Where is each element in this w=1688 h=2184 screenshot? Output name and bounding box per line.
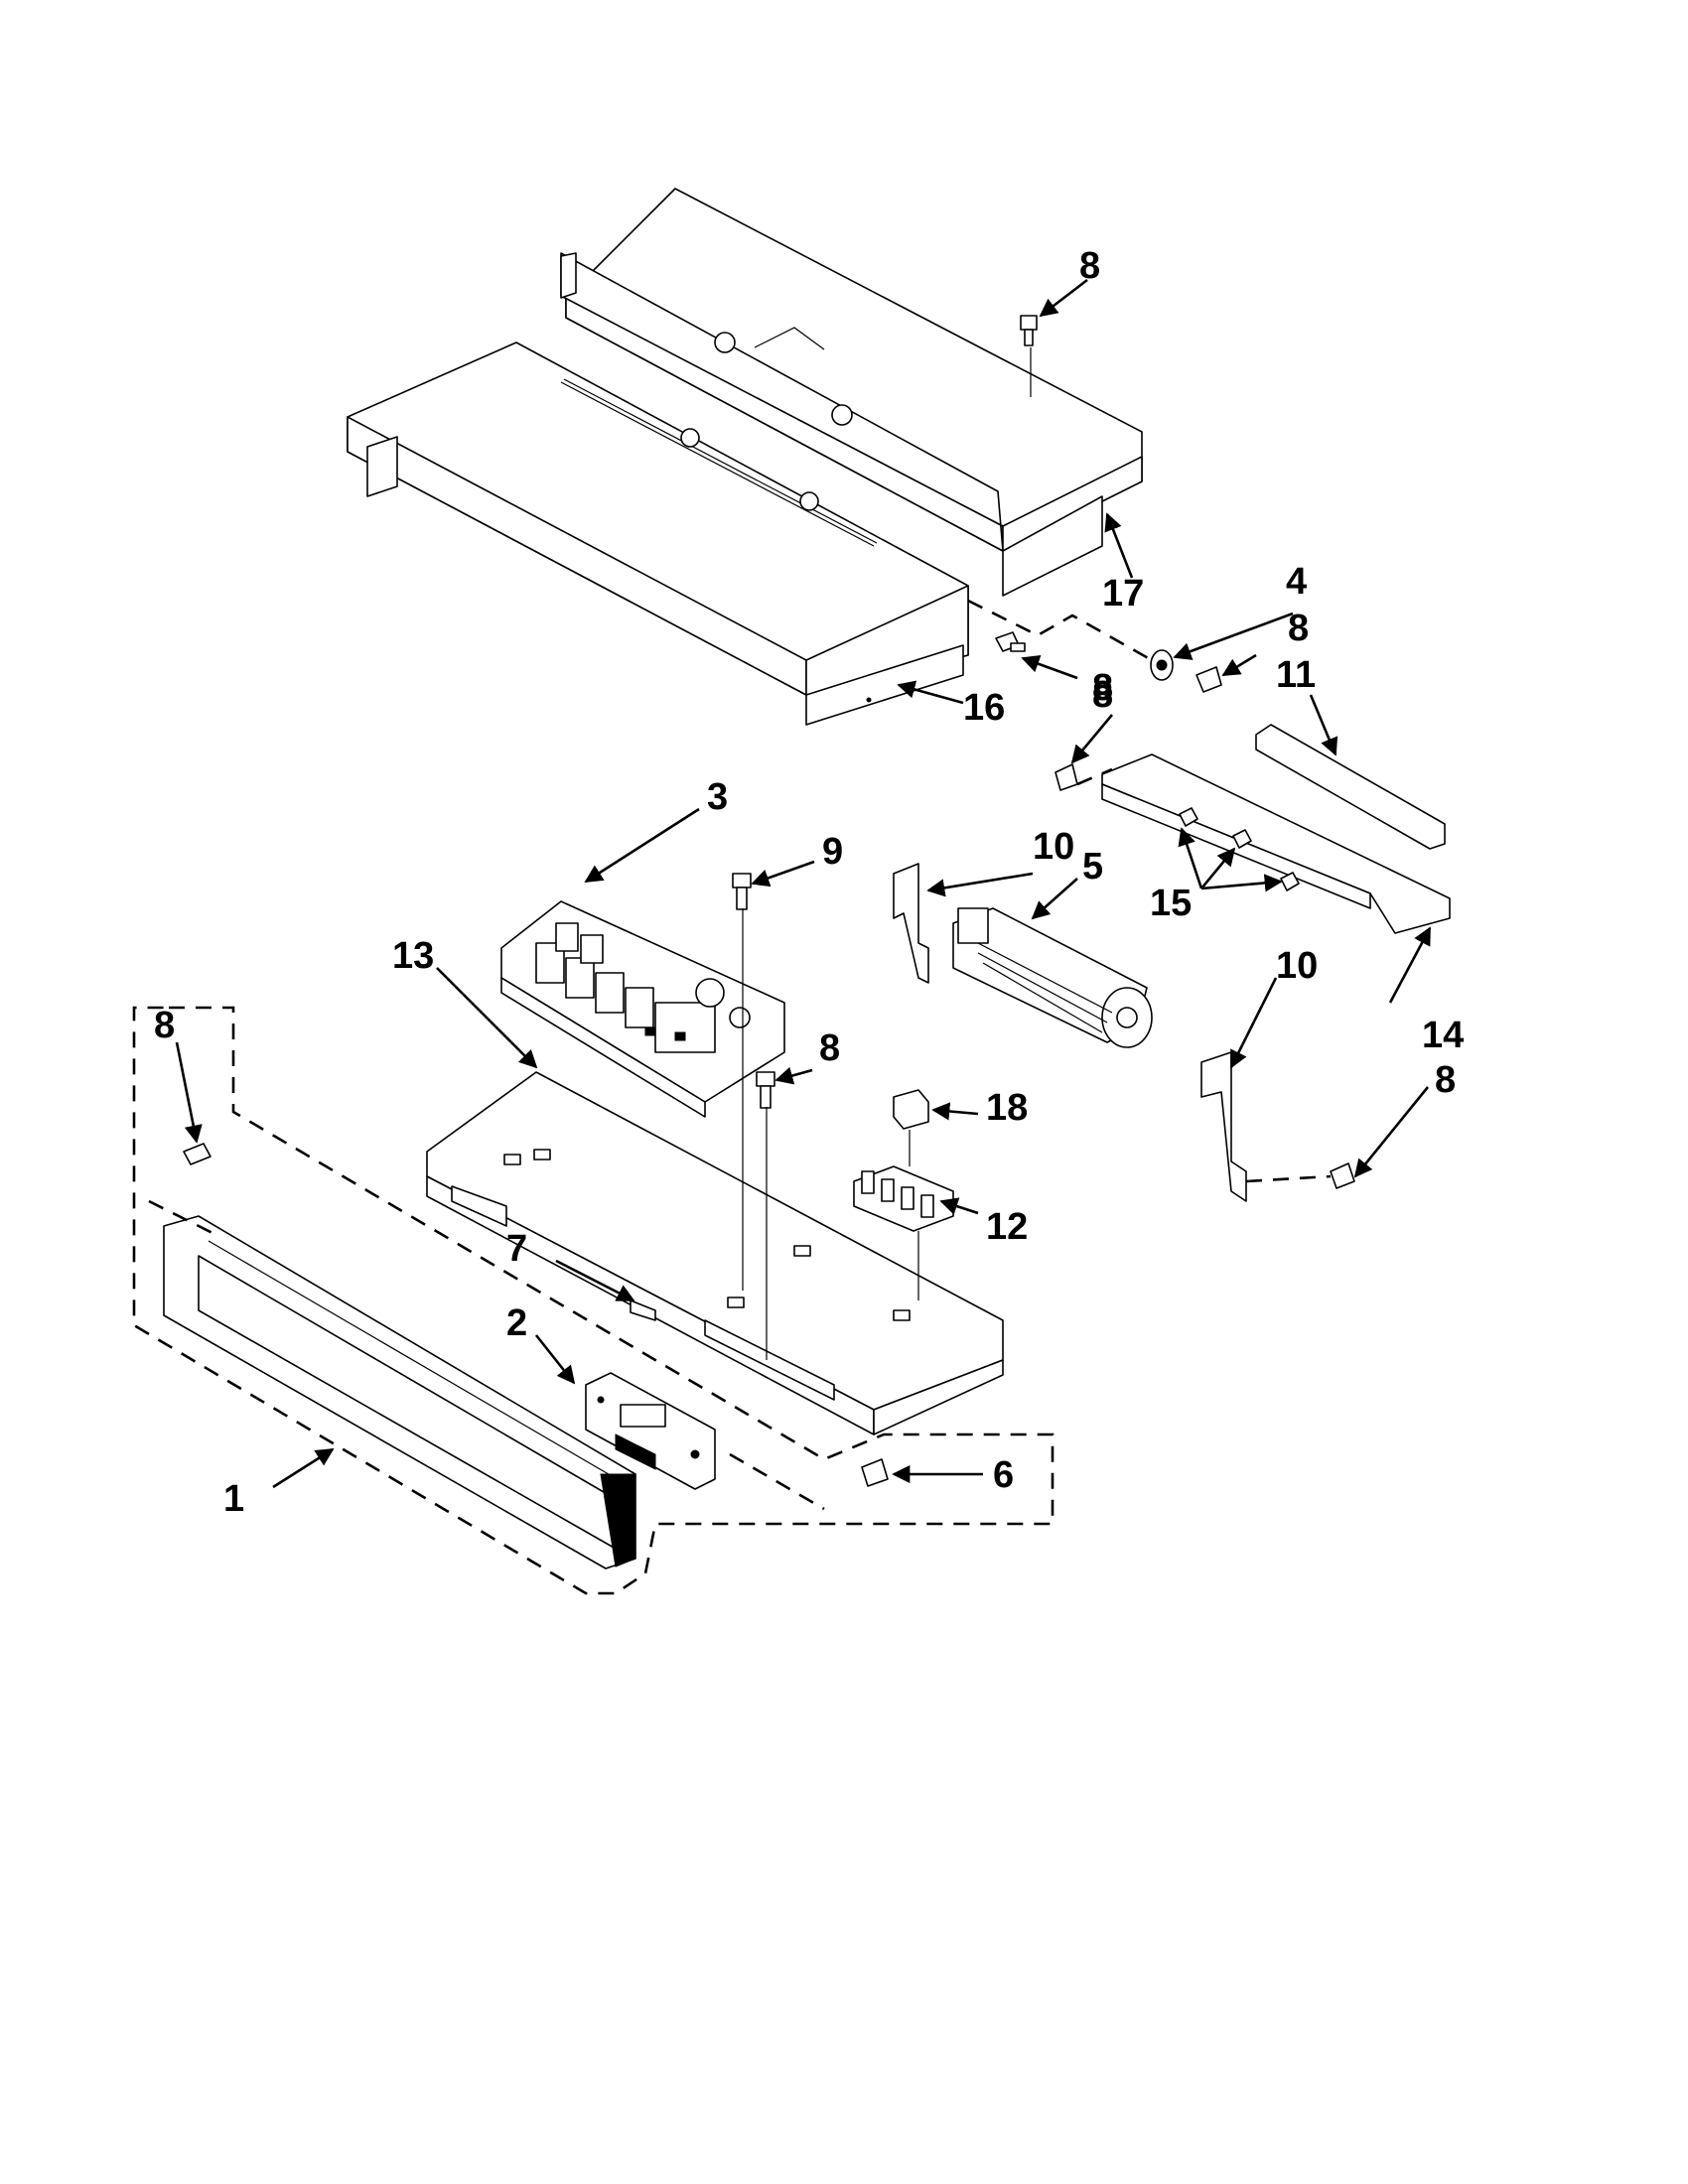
part-10-bracket-upper bbox=[893, 863, 929, 984]
callout-14: 14 bbox=[1422, 1015, 1464, 1056]
callout-10-upper: 10 bbox=[1033, 826, 1074, 868]
callout-8-panel: 8 bbox=[1092, 667, 1113, 709]
callout-8-right: 8 bbox=[1435, 1059, 1456, 1101]
part-15-small-parts bbox=[1179, 807, 1300, 891]
callout-8-top: 8 bbox=[1079, 245, 1100, 287]
part-13-mounting-plate bbox=[426, 1071, 1004, 1435]
alignment-lines bbox=[742, 347, 1032, 1360]
screw-8-panel bbox=[995, 631, 1026, 652]
callout-3: 3 bbox=[707, 776, 728, 818]
callout-1: 1 bbox=[223, 1478, 244, 1520]
part-11-strip bbox=[1255, 724, 1446, 850]
callout-8-middle: 8 bbox=[819, 1027, 840, 1069]
screw-8-bracket bbox=[1055, 763, 1078, 791]
callout-11: 11 bbox=[1276, 654, 1316, 696]
part-10-bracket-lower bbox=[1200, 1051, 1247, 1202]
part-12-terminal-block bbox=[853, 1165, 954, 1232]
part-7-clip bbox=[630, 1299, 656, 1321]
screw-8-middle bbox=[756, 1071, 775, 1109]
screw-8-left bbox=[183, 1143, 211, 1165]
callout-labels: 8 17 4 8 8 16 11 8 3 9 10 5 15 14 13 10 … bbox=[154, 245, 1464, 1520]
dashed-group-boundary bbox=[132, 599, 1332, 1595]
callout-18: 18 bbox=[986, 1087, 1028, 1129]
leader-arrows bbox=[175, 278, 1432, 1489]
part-18-nut bbox=[893, 1089, 929, 1130]
callout-10-lower: 10 bbox=[1276, 945, 1318, 987]
callout-16: 16 bbox=[963, 687, 1005, 729]
callout-2: 2 bbox=[506, 1302, 527, 1344]
part-2-display-board bbox=[585, 1372, 716, 1490]
part-3-control-board bbox=[500, 900, 785, 1118]
callout-5: 5 bbox=[1082, 846, 1103, 887]
callout-4: 4 bbox=[1286, 561, 1307, 603]
callout-8-grommet: 8 bbox=[1288, 608, 1309, 649]
callout-9: 9 bbox=[822, 831, 843, 873]
part-4-grommet bbox=[1150, 649, 1174, 681]
callout-15: 15 bbox=[1150, 883, 1192, 924]
part-16-main-panel bbox=[347, 341, 969, 726]
part-14-bracket bbox=[1101, 753, 1451, 934]
part-5-blower-fan bbox=[952, 907, 1153, 1048]
screw-8-grommet bbox=[1196, 666, 1222, 693]
callout-17: 17 bbox=[1102, 573, 1144, 614]
callout-6: 6 bbox=[993, 1454, 1014, 1496]
screw-6 bbox=[861, 1458, 889, 1487]
callout-7: 7 bbox=[506, 1228, 527, 1270]
callout-8-left: 8 bbox=[154, 1005, 175, 1046]
screw-9 bbox=[732, 873, 752, 910]
callout-13: 13 bbox=[392, 935, 434, 977]
part-17-top-cover bbox=[560, 188, 1143, 597]
callout-12: 12 bbox=[986, 1206, 1028, 1248]
callout-8-bracket: 8 bbox=[1092, 674, 1113, 716]
screw-8-right bbox=[1330, 1162, 1355, 1189]
screw-8-top bbox=[1020, 315, 1038, 346]
part-1-front-trim bbox=[163, 1215, 636, 1570]
